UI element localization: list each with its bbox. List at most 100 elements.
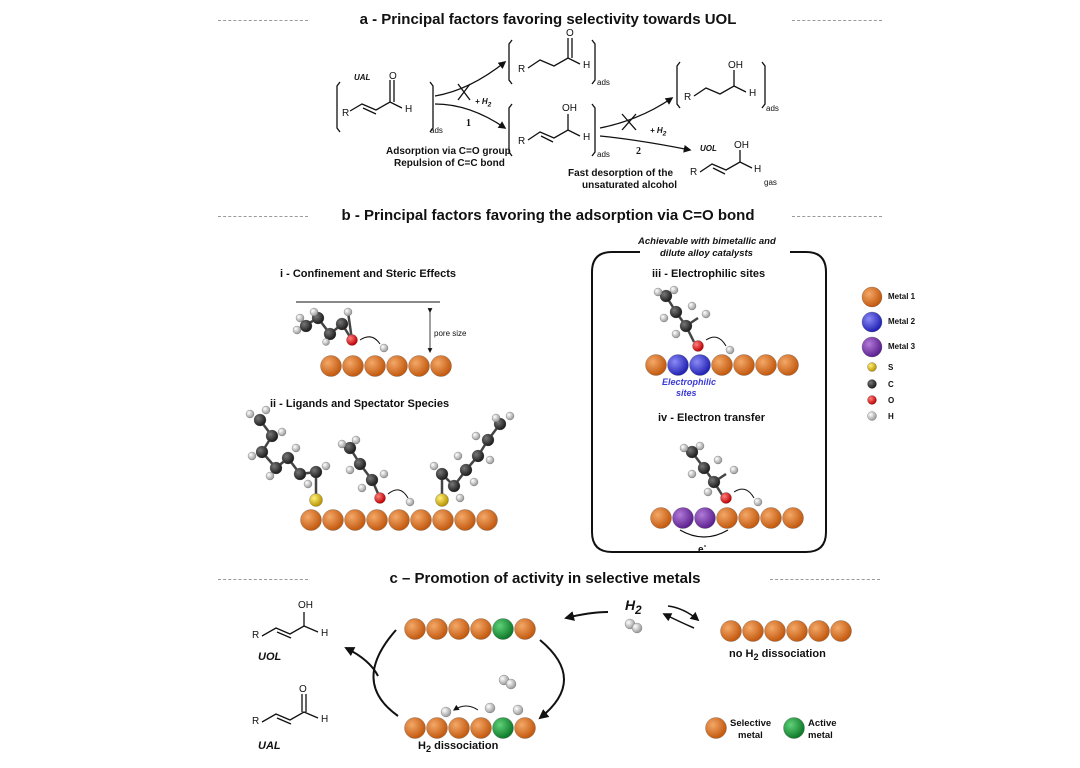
legend-h: H: [888, 412, 894, 421]
atom-oh-sat: OH: [728, 60, 743, 71]
surface-atom: [430, 355, 452, 377]
c-atom: [707, 475, 721, 489]
saturated-alcohol-molecule: [676, 61, 766, 109]
surface-atom: [711, 354, 733, 376]
h2-plus-top: + H2: [475, 97, 492, 109]
surface-atom: [432, 509, 454, 531]
h-atom: [671, 329, 681, 339]
surface-atom: [667, 354, 689, 376]
interaction-arc: [705, 336, 727, 347]
legend-swatch: [861, 336, 883, 358]
surface-atom: [742, 620, 764, 642]
h-atom: [303, 479, 313, 489]
h-atom: [292, 325, 302, 335]
legend-swatch: [861, 311, 883, 333]
surface-atom: [448, 717, 470, 739]
h-atom: [247, 451, 257, 461]
surface-atom: [694, 507, 716, 529]
desorption-note-1: Fast desorption of the: [568, 168, 673, 179]
h-atom: [322, 338, 330, 346]
legend-metal-2: Metal 2: [888, 317, 916, 326]
surface-atom: [426, 618, 448, 640]
h-atom: [679, 443, 689, 453]
c-atom: [299, 319, 313, 333]
equilibrium-arrow-top: [667, 605, 700, 622]
surface-top-row-c: [404, 618, 536, 640]
h-atom: [321, 461, 331, 471]
achievable-note-2: dilute alloy catalysts: [660, 248, 753, 259]
i-title: i - Confinement and Steric Effects: [280, 268, 457, 280]
atom-h-sat: H: [749, 88, 757, 99]
legend-c: [705, 717, 805, 739]
surface-atom: [322, 509, 344, 531]
h-atom: [291, 443, 301, 453]
gas-label: gas: [764, 178, 777, 187]
surface-atom: [492, 717, 514, 739]
molecule-ii: [245, 405, 515, 507]
h-atom: [687, 469, 697, 479]
h-atom: [245, 409, 255, 419]
c-atom: [679, 319, 693, 333]
surface-atom: [364, 355, 386, 377]
divider-b-left: [218, 216, 308, 217]
atom-r-uol-c: R: [252, 630, 260, 641]
atom-r-uol-ads: R: [518, 136, 526, 147]
surface-atom: [404, 717, 426, 739]
divider-b-right: [792, 216, 882, 217]
h-atom: [485, 455, 495, 465]
h-atom: [379, 469, 389, 479]
c-atom: [471, 449, 485, 463]
uol-label-a: UOL: [700, 144, 717, 153]
atom-h-uol-c: H: [321, 628, 329, 639]
legend-metal-3: Metal 3: [888, 342, 916, 351]
surface-atom: [716, 507, 738, 529]
atom-r-ald: R: [518, 64, 526, 75]
ads-ald: ads: [597, 78, 610, 87]
h-spillover-arrow: [453, 704, 479, 711]
surface-atom: [366, 509, 388, 531]
molecule-i: [292, 307, 389, 353]
surface-bottom-row-c: [404, 717, 536, 739]
legend-selective-swatch: [705, 717, 727, 739]
arrow-h2-to-surface: [564, 611, 609, 621]
uol-label-c: UOL: [258, 651, 282, 663]
surface-atom: [470, 717, 492, 739]
h-atom: [505, 678, 517, 690]
atom-oh-gas: OH: [734, 140, 749, 151]
cycle-arc-left: [372, 629, 399, 717]
h-atom: [703, 487, 713, 497]
c-atom: [365, 473, 379, 487]
h-atom: [687, 301, 697, 311]
no-h2-dissociation: no H2 dissociation: [729, 648, 826, 663]
legend-c: C: [888, 380, 894, 389]
equilibrium-arrow-bottom: [662, 613, 695, 629]
surface-atom: [689, 354, 711, 376]
c-atom: [343, 441, 357, 455]
bimetallic-box: [591, 251, 827, 553]
electrophilic-sites-1: Electrophilic: [662, 377, 717, 387]
h-atom: [337, 439, 347, 449]
legend-active-1: Active: [808, 718, 837, 729]
legend-swatch: [867, 362, 877, 372]
surface-atom: [645, 354, 667, 376]
surface-atom: [782, 507, 804, 529]
divider-a-left: [218, 20, 308, 21]
atom-o-ual-c: O: [299, 684, 307, 695]
surface-atom: [320, 355, 342, 377]
c-atom: [269, 461, 283, 475]
surface-atom: [777, 354, 799, 376]
h-atom: [440, 706, 452, 718]
surface-atom: [470, 618, 492, 640]
atom-h-ual: H: [405, 104, 413, 115]
h2-molecules-c: [440, 618, 643, 718]
h-atom: [469, 477, 479, 487]
legend-active-2: metal: [808, 730, 833, 741]
c-atom: [459, 463, 473, 477]
h-atom: [484, 702, 496, 714]
c-atom: [481, 433, 495, 447]
iv-title: iv - Electron transfer: [658, 412, 765, 424]
h-atom: [753, 497, 763, 507]
legend-metal-1: Metal 1: [888, 292, 916, 301]
surface-atom: [408, 355, 430, 377]
